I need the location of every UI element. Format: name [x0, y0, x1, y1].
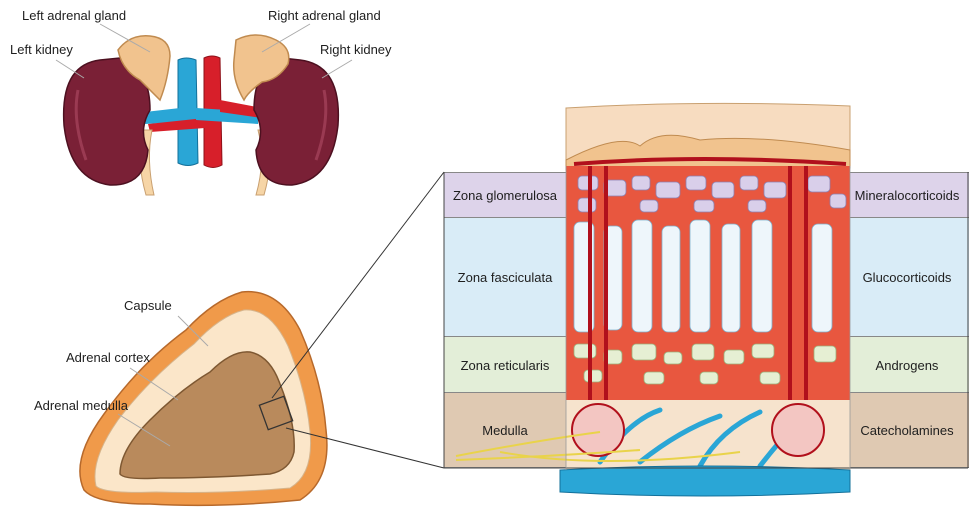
panel-borders [0, 0, 969, 510]
